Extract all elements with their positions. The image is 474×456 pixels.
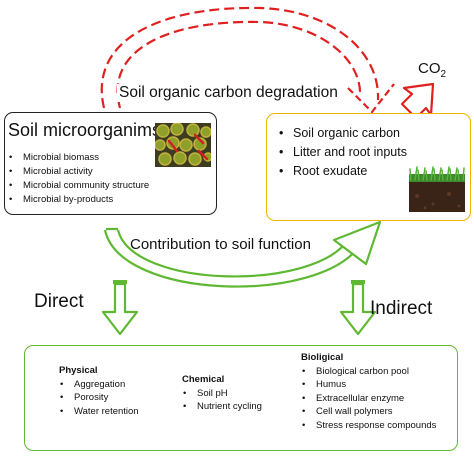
list-item: Porosity xyxy=(60,391,139,405)
indirect-down-arrow xyxy=(339,280,377,336)
soil-carbon-list: Soil organic carbon Litter and root inpu… xyxy=(279,124,407,181)
list-item: Root exudate xyxy=(279,162,407,181)
list-item: Soil organic carbon xyxy=(279,124,407,143)
list-item: Extracellular enzyme xyxy=(302,392,436,406)
co2-subscript: 2 xyxy=(440,69,447,80)
direct-down-arrow xyxy=(101,280,139,336)
soil-carbon-box: Soil organic carbon Litter and root inpu… xyxy=(266,113,471,221)
chemical-list: Soil pH Nutrient cycling xyxy=(183,387,262,414)
microorganisms-box: Soil microorganims Microbial biomass Mic… xyxy=(4,112,217,215)
biological-title: Bioligical xyxy=(301,352,344,363)
list-item: Soil pH xyxy=(183,387,262,401)
microorganisms-title: Soil microorganims xyxy=(8,120,162,140)
contribution-label: Contribution to soil function xyxy=(130,236,311,253)
list-item: Cell wall polymers xyxy=(302,405,436,419)
list-item: Humus xyxy=(302,378,436,392)
co2-label: CO2 xyxy=(418,60,446,80)
list-item: Microbial activity xyxy=(9,165,149,179)
chemical-group: Chemical Soil pH Nutrient cycling xyxy=(182,373,262,414)
list-item: Microbial community structure xyxy=(9,179,149,193)
direct-label: Direct xyxy=(34,291,84,312)
grass-soil-image xyxy=(409,166,465,212)
physical-group: Physical Aggregation Porosity Water rete… xyxy=(59,364,139,418)
list-item: Water retention xyxy=(60,405,139,419)
list-item: Biological carbon pool xyxy=(302,365,436,379)
microorganisms-image xyxy=(155,123,211,167)
biological-list: Biological carbon pool Humus Extracellul… xyxy=(302,365,436,433)
contribution-cycle-arrow xyxy=(103,220,382,288)
list-item: Litter and root inputs xyxy=(279,143,407,162)
degradation-label: Soil organic carbon degradation xyxy=(117,84,340,102)
soil-function-box: Physical Aggregation Porosity Water rete… xyxy=(24,345,458,451)
list-item: Aggregation xyxy=(60,378,139,392)
physical-list: Aggregation Porosity Water retention xyxy=(60,378,139,419)
list-item: Microbial by-products xyxy=(9,193,149,207)
microorganisms-list: Microbial biomass Microbial activity Mic… xyxy=(9,151,149,207)
physical-title: Physical xyxy=(59,365,98,376)
indirect-label: Indirect xyxy=(370,298,433,319)
chemical-title: Chemical xyxy=(182,374,225,385)
biological-group: Bioligical Biological carbon pool Humus … xyxy=(301,351,436,432)
degradation-arc-arrow xyxy=(100,6,395,114)
list-item: Nutrient cycling xyxy=(183,400,262,414)
co2-main: CO xyxy=(418,60,441,77)
list-item: Microbial biomass xyxy=(9,151,149,165)
list-item: Stress response compounds xyxy=(302,419,436,433)
